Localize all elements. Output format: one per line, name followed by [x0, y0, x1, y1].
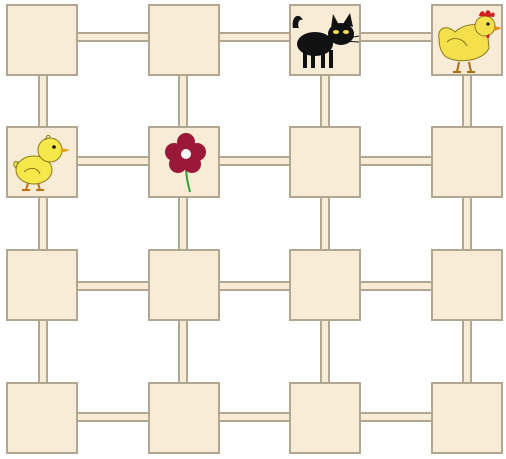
- path-h-row-2: [40, 281, 470, 291]
- tile-r1-c3[interactable]: [431, 126, 503, 198]
- path-h-row-1: [40, 156, 470, 166]
- tile-r0-c2[interactable]: [289, 4, 361, 76]
- tile-r0-c3[interactable]: [431, 4, 503, 76]
- path-v-col-1: [178, 40, 188, 420]
- tile-r0-c0[interactable]: [6, 4, 78, 76]
- tile-r2-c0[interactable]: [6, 249, 78, 321]
- tile-r0-c1[interactable]: [148, 4, 220, 76]
- hen-icon: [433, 6, 503, 76]
- chick-icon: [8, 128, 78, 198]
- tile-r2-c1[interactable]: [148, 249, 220, 321]
- tile-r1-c0[interactable]: [6, 126, 78, 198]
- path-v-col-2: [320, 40, 330, 420]
- cat-icon: [291, 6, 361, 76]
- tile-r3-c0[interactable]: [6, 382, 78, 454]
- tile-r3-c3[interactable]: [431, 382, 503, 454]
- tile-r2-c3[interactable]: [431, 249, 503, 321]
- path-h-row-0: [40, 32, 470, 42]
- path-h-row-3: [40, 412, 470, 422]
- tile-r3-c2[interactable]: [289, 382, 361, 454]
- path-v-col-3: [462, 40, 472, 420]
- tile-r3-c1[interactable]: [148, 382, 220, 454]
- tile-r1-c2[interactable]: [289, 126, 361, 198]
- tile-r2-c2[interactable]: [289, 249, 361, 321]
- flower-icon: [150, 128, 220, 198]
- tile-r1-c1[interactable]: [148, 126, 220, 198]
- path-v-col-0: [38, 40, 48, 420]
